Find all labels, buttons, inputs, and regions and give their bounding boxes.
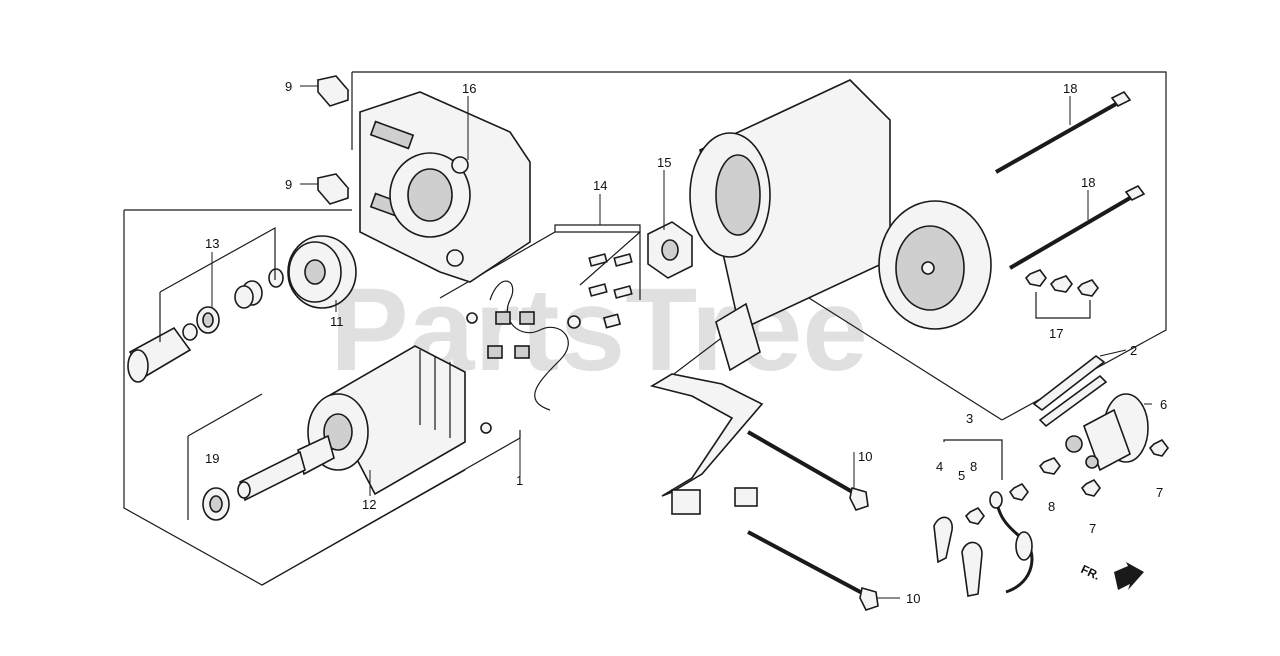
flange-bolts-part [747, 430, 879, 611]
armature-part [237, 345, 466, 502]
thrust-washer-part [187, 393, 263, 521]
spacer-collar-part [316, 75, 350, 205]
callout-9: 9 [285, 177, 292, 192]
callout-4: 4 [936, 459, 943, 474]
callout-labels: 9 9 16 14 15 18 18 13 11 17 2 6 3 4 5 8 … [205, 79, 1167, 606]
callout-7: 7 [1089, 521, 1096, 536]
callout-16: 16 [462, 81, 476, 96]
callout-10: 10 [858, 449, 872, 464]
callout-19: 19 [205, 451, 219, 466]
callout-11: 11 [330, 314, 344, 329]
brush-holder-plate-part [647, 221, 693, 279]
callout-6: 6 [1160, 397, 1167, 412]
nuts-group-17 [1024, 269, 1099, 319]
callout-leader-lines [211, 85, 1152, 599]
front-direction-marker: FR. [1079, 562, 1144, 590]
callout-17: 17 [1049, 326, 1063, 341]
motor-yoke-part [689, 79, 891, 332]
solenoid-switch-part [1065, 393, 1149, 472]
drive-parts-group [127, 226, 284, 383]
callout-12: 12 [362, 497, 376, 512]
callout-5: 5 [958, 468, 965, 483]
front-direction-label: FR. [1079, 562, 1102, 583]
callout-8: 8 [1048, 499, 1055, 514]
callout-2: 2 [1130, 343, 1137, 358]
switch-plate-part [1032, 354, 1108, 428]
callout-9: 9 [285, 79, 292, 94]
brush-holder-hardware [466, 224, 641, 434]
callout-13: 13 [205, 236, 219, 251]
callout-18: 18 [1081, 175, 1095, 190]
callout-7: 7 [1156, 485, 1163, 500]
starter-cable-part [933, 439, 1034, 597]
rear-cover-part [878, 200, 992, 330]
nuts-group-7-8 [964, 438, 1169, 525]
callout-18: 18 [1063, 81, 1077, 96]
mounting-stay-part [649, 302, 764, 515]
front-bracket-part [359, 91, 531, 283]
pinion-gear-part [287, 235, 357, 309]
callout-8: 8 [970, 459, 977, 474]
callout-15: 15 [657, 155, 671, 170]
callout-10: 10 [906, 591, 920, 606]
callout-3: 3 [966, 411, 973, 426]
callout-1: 1 [516, 473, 523, 488]
callout-14: 14 [593, 178, 607, 193]
through-bolts-part [995, 90, 1146, 270]
